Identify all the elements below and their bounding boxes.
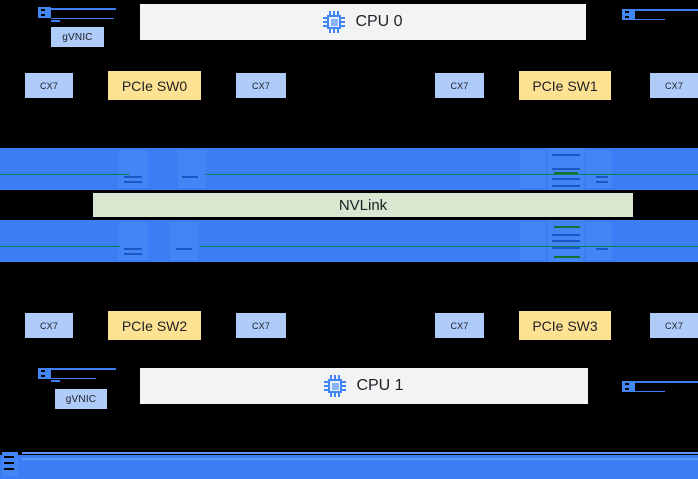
gpu-tile[interactable] xyxy=(170,222,198,260)
nic-icon-top-left xyxy=(38,5,116,22)
cpu-chip-icon xyxy=(324,375,347,397)
cx7-box-bottom-2[interactable]: CX7 xyxy=(236,313,286,338)
cx7-box-top-4[interactable]: CX7 xyxy=(650,73,698,98)
cx7-box-top-2[interactable]: CX7 xyxy=(236,73,286,98)
pcie-sw2-box[interactable]: PCIe SW2 xyxy=(108,311,201,340)
gvnic-box-top[interactable]: gVNIC xyxy=(51,27,104,47)
cx7-box-bottom-4[interactable]: CX7 xyxy=(650,313,698,338)
gpu-tile[interactable] xyxy=(520,150,546,188)
cx7-box-bottom-3[interactable]: CX7 xyxy=(435,313,484,338)
cx7-box-top-3[interactable]: CX7 xyxy=(435,73,484,98)
cx7-box-top-1[interactable]: CX7 xyxy=(25,73,73,98)
gpu-tile[interactable] xyxy=(178,150,206,188)
cpu0-box[interactable]: CPU 0 xyxy=(140,4,586,40)
nic-icon-bottom-left xyxy=(38,366,116,382)
cpu1-box[interactable]: CPU 1 xyxy=(140,368,588,404)
gpu-tile[interactable] xyxy=(586,222,612,260)
nic-icon-top-right xyxy=(622,7,698,23)
cx7-box-bottom-1[interactable]: CX7 xyxy=(25,313,73,338)
pcie-sw3-box[interactable]: PCIe SW3 xyxy=(519,311,611,340)
storage-stack-icon xyxy=(0,452,40,478)
nvlink-bar[interactable]: NVLink xyxy=(93,193,633,217)
gvnic-box-bottom[interactable]: gVNIC xyxy=(55,389,107,409)
nic-icon-bottom-right xyxy=(622,379,698,395)
cpu1-label: CPU 1 xyxy=(356,377,404,394)
cpu0-label: CPU 0 xyxy=(355,13,403,30)
gpu-tile[interactable] xyxy=(520,222,546,260)
pcie-sw0-box[interactable]: PCIe SW0 xyxy=(108,71,201,100)
pcie-sw1-box[interactable]: PCIe SW1 xyxy=(519,71,611,100)
cpu-chip-icon xyxy=(323,11,346,33)
